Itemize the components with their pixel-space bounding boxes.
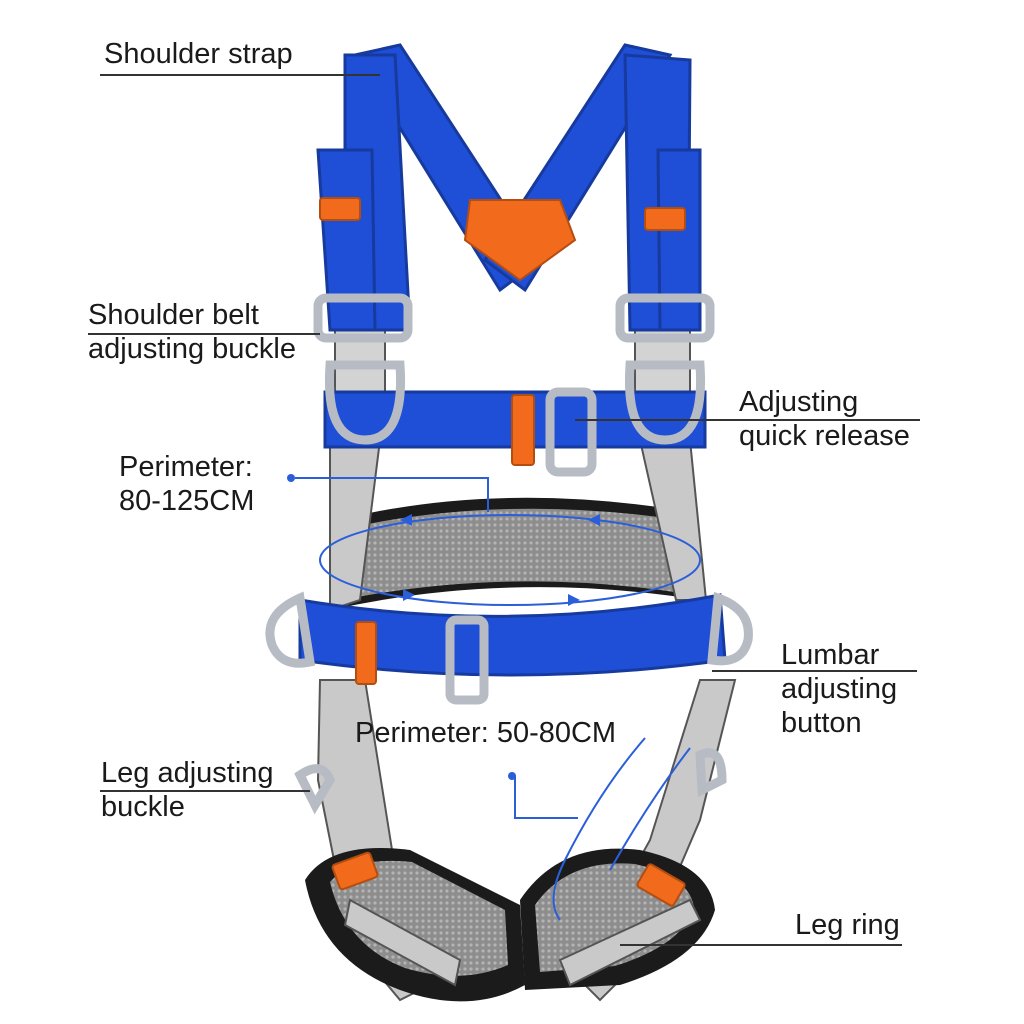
label-perimeter-leg: Perimeter: 50-80CM bbox=[355, 717, 617, 749]
label-leg-ring: Leg ring bbox=[795, 909, 900, 941]
leader-line-leg-buckle bbox=[100, 790, 310, 792]
leader-line-shoulder-strap bbox=[100, 74, 380, 76]
label-leg-adjusting-buckle: Leg adjusting buckle bbox=[101, 757, 274, 823]
label-shoulder-strap: Shoulder strap bbox=[104, 38, 293, 70]
perimeter-waist-marker bbox=[287, 474, 295, 482]
label-shoulder-belt-buckle: Shoulder belt adjusting buckle bbox=[88, 299, 296, 365]
perimeter-arrows bbox=[295, 477, 701, 921]
perimeter-leg-marker bbox=[508, 772, 516, 780]
lumbar-pad bbox=[330, 497, 700, 610]
leader-line-quick-release bbox=[575, 419, 920, 421]
label-perimeter-waist: Perimeter: 80-125CM bbox=[119, 451, 255, 517]
leader-line-shoulder-belt bbox=[88, 333, 320, 335]
leader-line-leg-ring bbox=[620, 944, 902, 946]
label-adjusting-quick-release: Adjusting quick release bbox=[739, 386, 910, 452]
leader-line-lumbar bbox=[712, 670, 917, 672]
perimeter-arrowheads bbox=[400, 514, 600, 606]
shoulder-straps bbox=[316, 43, 702, 332]
label-lumbar-adjusting-button: Lumbar adjusting button bbox=[781, 639, 898, 739]
metal-hardware bbox=[265, 293, 753, 815]
orange-keepers bbox=[319, 197, 686, 907]
